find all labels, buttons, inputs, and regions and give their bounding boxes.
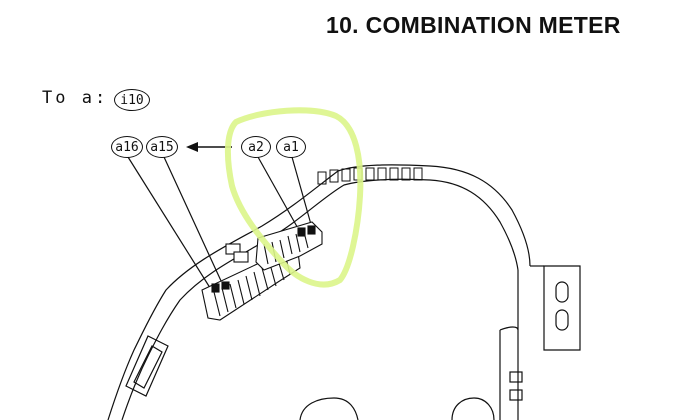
left-clip (125, 335, 169, 397)
connector-callout-a1: a1 (276, 136, 306, 158)
connector-block-a2-a1 (225, 221, 323, 271)
connector-callout-i10: i10 (114, 89, 150, 111)
leader-line-a16 (127, 156, 213, 292)
bottom-bosses (299, 397, 495, 420)
right-bracket (499, 265, 581, 420)
highlight-annotation (224, 107, 364, 288)
page-title: 10. COMBINATION METER (326, 12, 621, 38)
top-ribs (317, 167, 423, 185)
connector-callout-a16: a16 (111, 136, 143, 158)
leader-line-a15 (163, 156, 223, 284)
connector-callout-a2: a2 (241, 136, 271, 158)
leader-line-a1 (291, 156, 313, 229)
leader-line-a2 (257, 156, 301, 233)
to-connector-label: To a: (42, 88, 109, 108)
housing-outline (107, 164, 544, 420)
connector-callout-a15: a15 (146, 136, 178, 158)
